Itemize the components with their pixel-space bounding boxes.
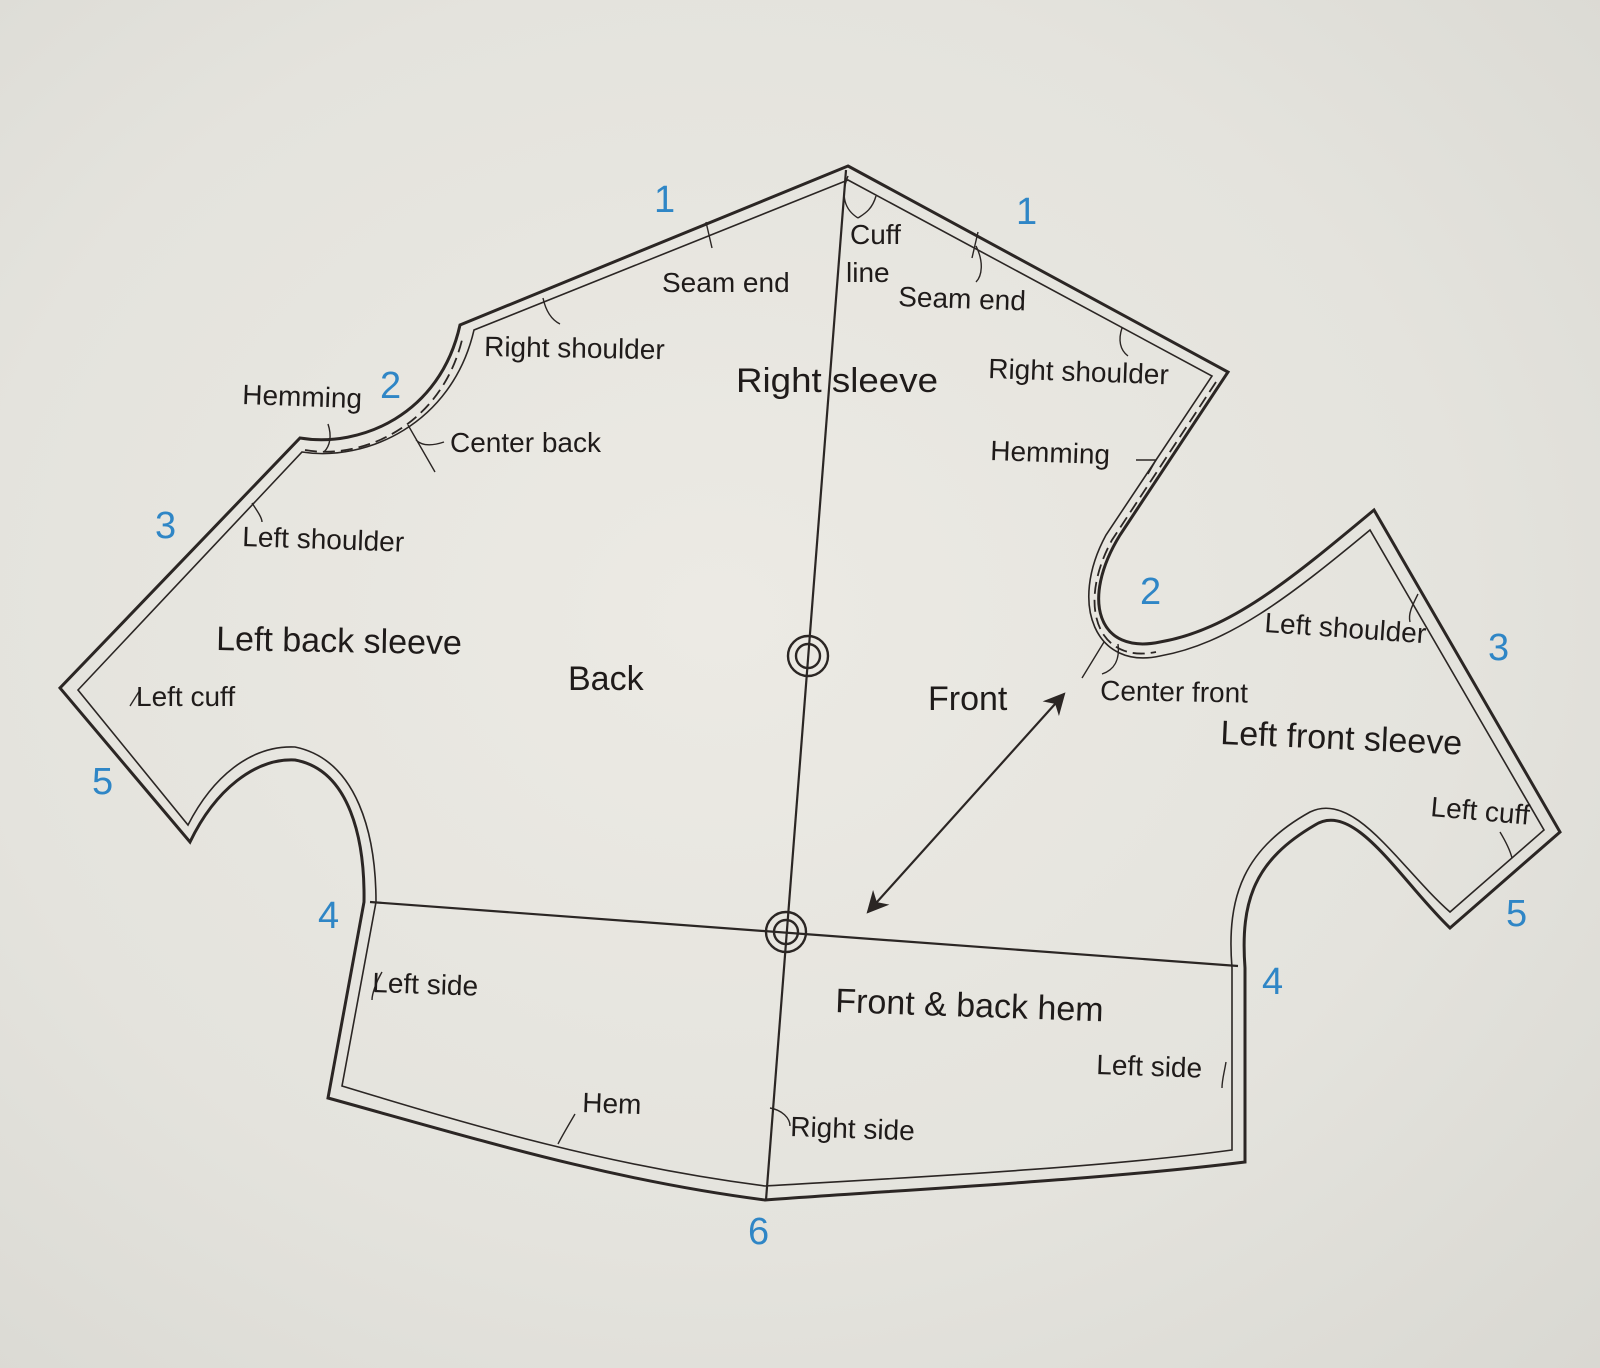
left-shoulder-front-tick (1408, 593, 1419, 623)
left-cuff-front-tick (1499, 831, 1513, 859)
label-right-side: Right side (790, 1111, 916, 1146)
grain-arrow-icon (866, 692, 1066, 914)
match-number-5-left: 5 (92, 761, 113, 803)
label-cuff-line: line (846, 257, 890, 288)
label-left-shoulder-front: Left shoulder (1264, 607, 1428, 649)
label-hemming-front: Hemming (990, 435, 1111, 470)
label-seam-end-right: Seam end (898, 281, 1027, 316)
seam-end-tick-left (705, 221, 713, 249)
match-number-3-right: 3 (1488, 627, 1509, 669)
hemming-dash-back (304, 339, 463, 453)
label-left-side-back: Left side (372, 967, 479, 1002)
label-left-shoulder-back: Left shoulder (242, 521, 405, 558)
label-center-back: Center back (450, 427, 602, 458)
hemming-dash-front (1093, 381, 1217, 655)
label-right-shoulder-front: Right shoulder (988, 353, 1170, 390)
center-back-leader (407, 424, 445, 473)
label-center-front: Center front (1100, 675, 1249, 709)
hemming-back-tick (323, 423, 331, 453)
label-hemming-back: Hemming (242, 379, 363, 414)
label-left-cuff-back: Left cuff (136, 681, 235, 712)
match-number-4-left: 4 (318, 895, 339, 937)
match-number-1-left: 1 (654, 179, 675, 221)
match-number-1-right: 1 (1016, 191, 1037, 233)
left-cuff-back-tick (129, 689, 141, 707)
pivot-mark-upper-icon (786, 634, 830, 678)
label-left-side-front: Left side (1096, 1049, 1203, 1084)
label-left-front-sleeve: Left front sleeve (1220, 714, 1463, 763)
left-side-front-tick (1221, 1061, 1227, 1089)
label-left-cuff-front: Left cuff (1429, 791, 1531, 831)
label-cuff: Cuff (850, 219, 901, 250)
label-left-back-sleeve: Left back sleeve (216, 620, 462, 662)
hemming-front-tick (1136, 459, 1158, 475)
label-front: Front (928, 680, 1008, 718)
match-number-5-right: 5 (1506, 893, 1527, 935)
label-back: Back (568, 660, 645, 698)
label-front-back-hem: Front & back hem (835, 982, 1105, 1029)
label-hem: Hem (582, 1087, 642, 1120)
pattern-outline (57, 164, 1562, 1202)
cuff-line-tick (843, 175, 877, 219)
label-seam-end-left: Seam end (662, 267, 790, 298)
hem-fold-line (369, 900, 1239, 968)
pattern-inner-seam (76, 179, 1546, 1187)
label-right-sleeve: Right sleeve (736, 362, 938, 400)
hem-tick (557, 1113, 576, 1145)
right-shoulder-front-tick (1119, 327, 1129, 357)
left-shoulder-back-tick (251, 502, 263, 523)
seam-end-tick-right (971, 231, 982, 283)
pivot-mark-lower-icon (764, 910, 808, 954)
match-number-3-left: 3 (155, 505, 176, 547)
center-front-leader (1081, 641, 1120, 679)
match-number-4-right: 4 (1262, 961, 1283, 1003)
match-number-6: 6 (748, 1211, 769, 1253)
match-number-2-left: 2 (380, 365, 401, 407)
right-side-tick (769, 1107, 791, 1127)
sleeve-center-line (764, 169, 848, 1201)
left-side-back-tick (371, 971, 383, 1001)
right-shoulder-back-tick (542, 297, 561, 325)
match-number-2-right: 2 (1140, 571, 1161, 613)
label-right-shoulder-back: Right shoulder (484, 331, 665, 365)
